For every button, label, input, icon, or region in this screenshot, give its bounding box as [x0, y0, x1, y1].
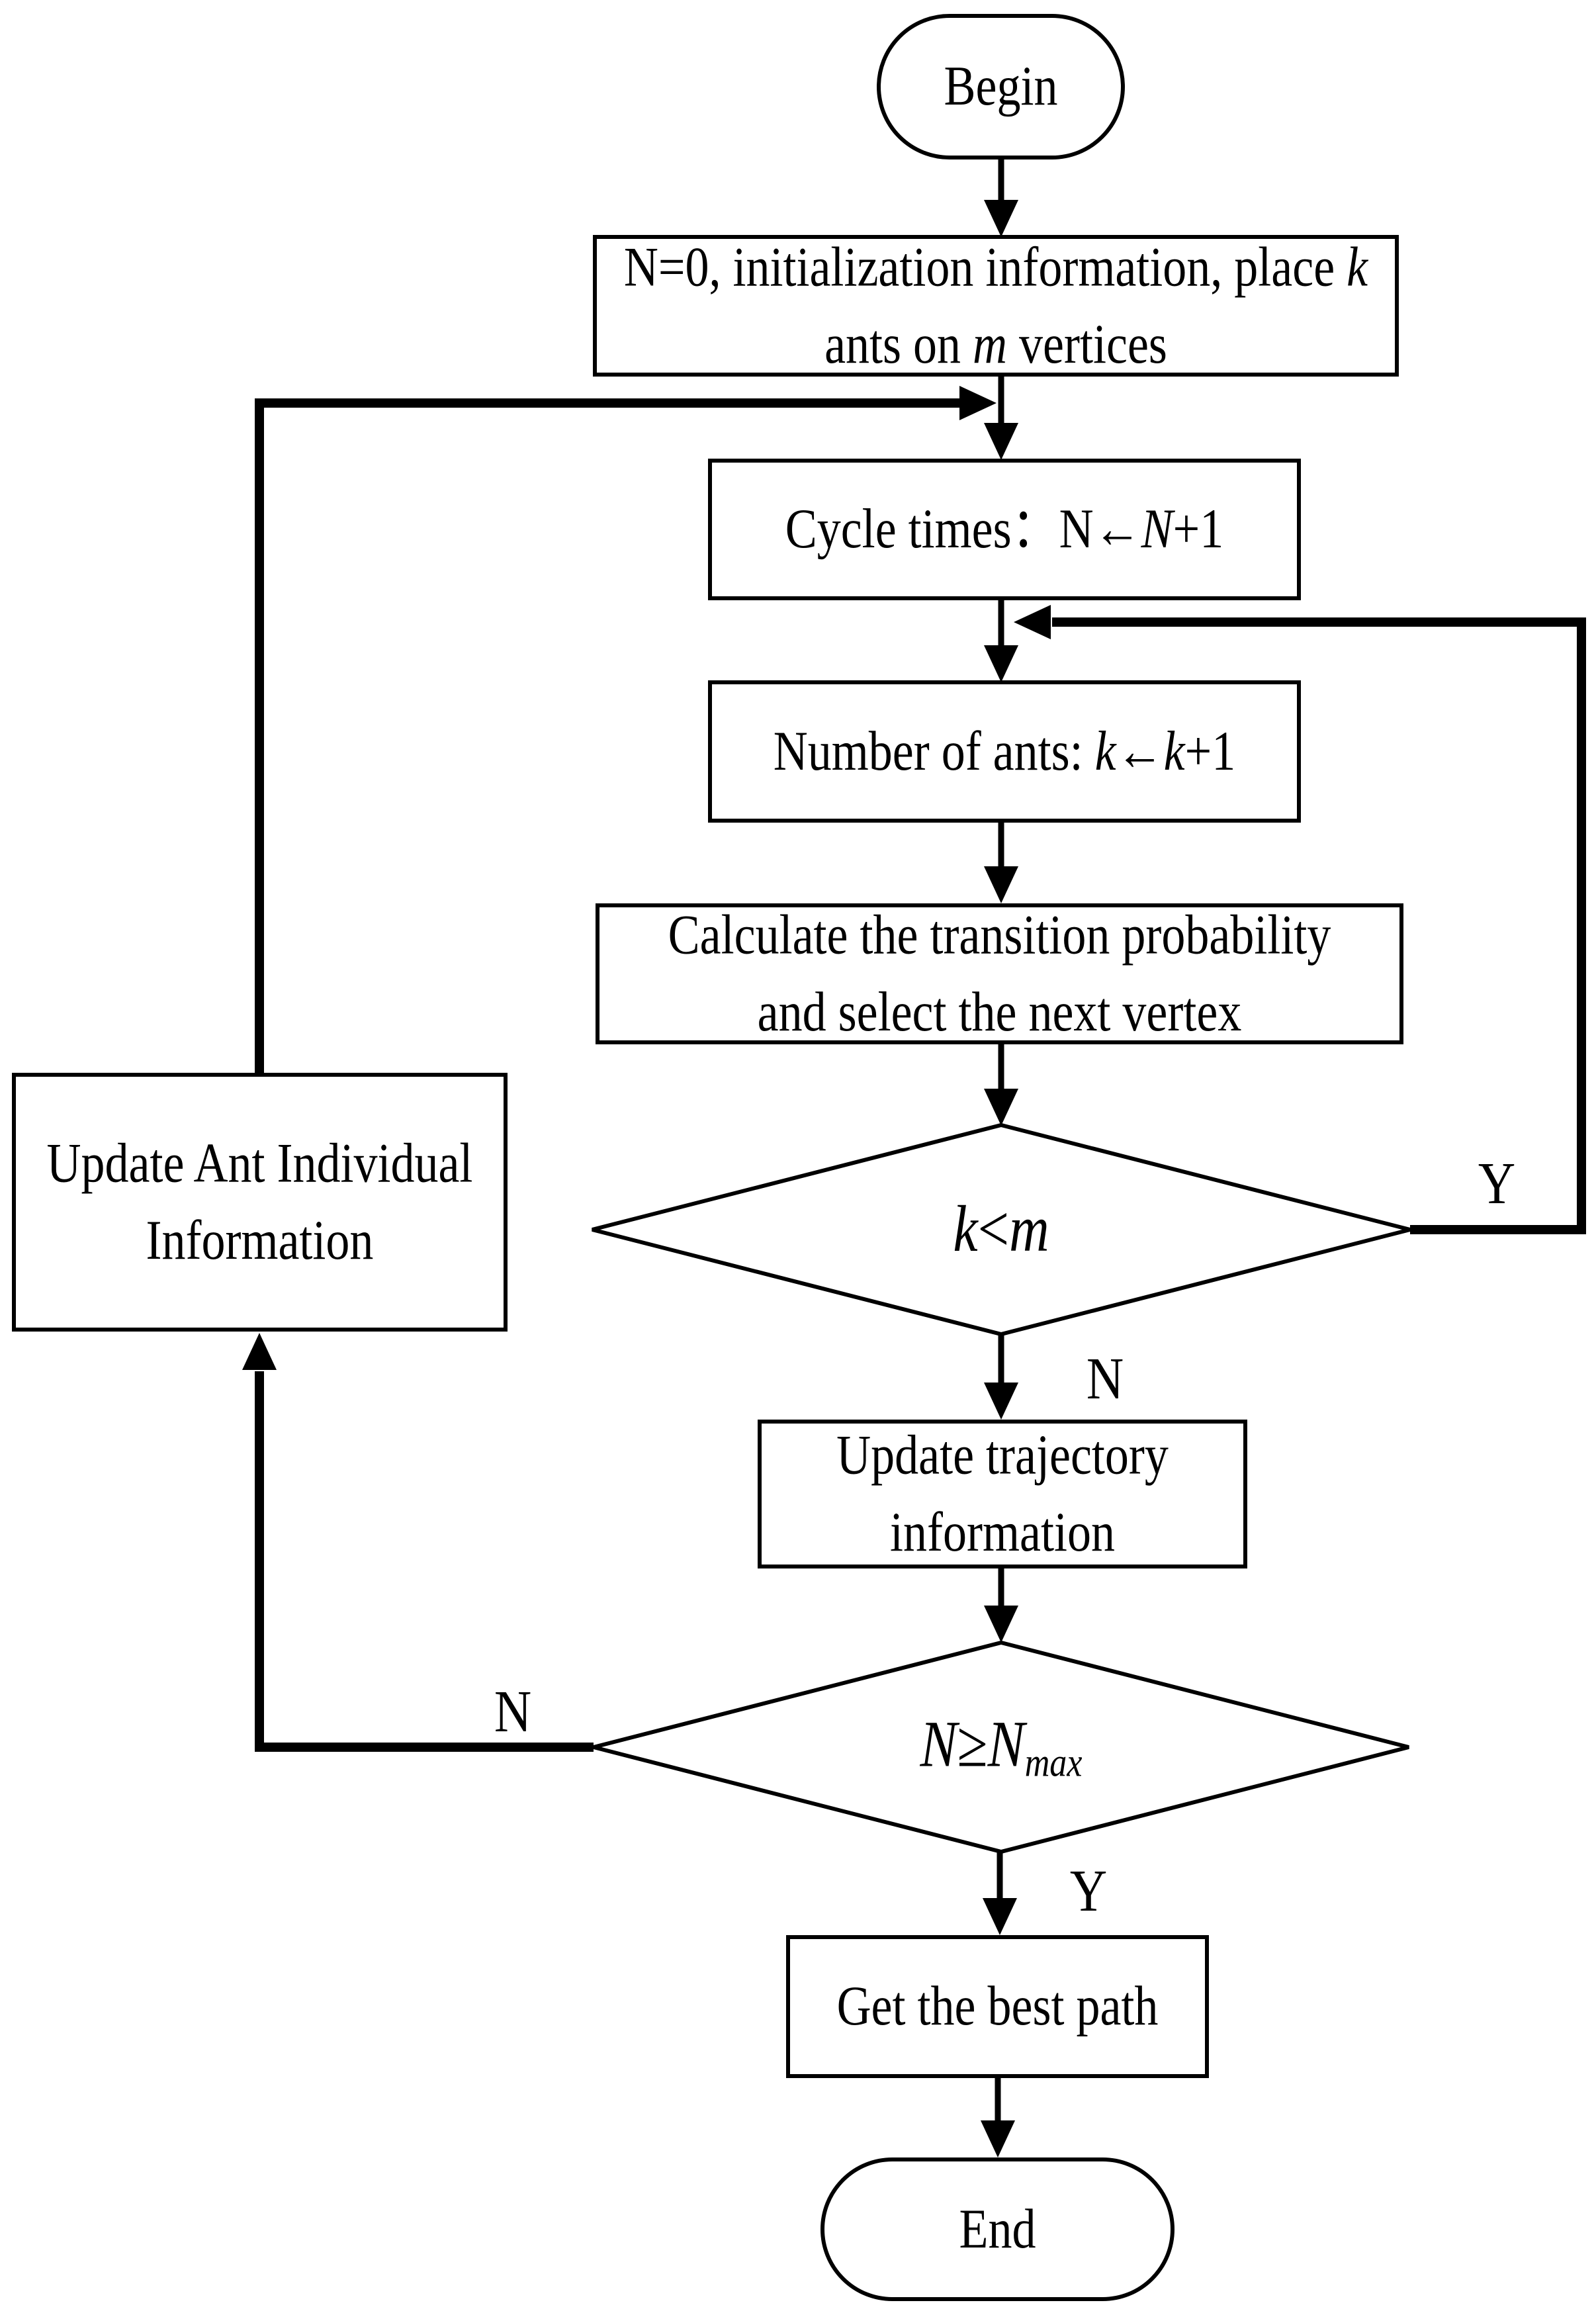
node-decision-nmax-label: N≥Nmax	[920, 1708, 1083, 1786]
decision-nmax-diamond	[593, 1640, 1409, 1854]
branch-label-yes-down: Y	[1069, 1856, 1108, 1923]
node-number-of-ants: Number of ants: k←k+1	[708, 680, 1301, 823]
arrowhead-yes-to-ants-junction	[1014, 605, 1051, 639]
node-get-best-path: Get the best path	[786, 1935, 1209, 2078]
node-begin-label: Begin	[944, 54, 1058, 118]
branch-label-yes-right: Y	[1478, 1150, 1516, 1216]
decision-k-m-diamond	[592, 1122, 1411, 1337]
arrowhead-into-decision-k-m	[984, 1089, 1018, 1126]
branch-label-no-left: N	[494, 1677, 532, 1744]
node-decision-k-m-label: k<m	[953, 1193, 1049, 1265]
node-cycle-times-label: Cycle times：N←N+1	[785, 497, 1224, 561]
edge-k-m-yes-loop	[1052, 617, 1586, 1234]
arrowhead-into-update-ant	[242, 1333, 277, 1370]
arrowhead-return-to-cycle-junction	[959, 386, 997, 420]
node-number-of-ants-label: Number of ants: k←k+1	[773, 719, 1236, 782]
edge-nmax-no-branch	[255, 1371, 594, 1752]
branch-label-no-down: N	[1086, 1344, 1124, 1411]
arrowhead-into-traj	[984, 1383, 1018, 1420]
node-cycle-times: Cycle times：N←N+1	[708, 459, 1301, 600]
arrowhead-into-init	[984, 200, 1018, 237]
arrowhead-into-end	[981, 2120, 1015, 2157]
arrowhead-into-calc	[984, 866, 1018, 903]
node-end: End	[820, 2157, 1175, 2301]
node-get-best-path-label: Get the best path	[836, 1974, 1159, 2038]
arrowhead-into-decision-nmax	[984, 1606, 1018, 1643]
arrowhead-into-best	[983, 1898, 1017, 1935]
edge-update-ant-return-loop	[255, 398, 961, 1073]
node-end-label: End	[959, 2197, 1036, 2260]
arrowhead-into-cycle	[984, 423, 1018, 460]
node-init: N=0, initialization information, place k…	[593, 235, 1399, 377]
node-begin: Begin	[877, 14, 1125, 159]
arrowhead-into-ants	[984, 645, 1018, 682]
node-init-label: N=0, initialization information, place k…	[623, 235, 1368, 376]
